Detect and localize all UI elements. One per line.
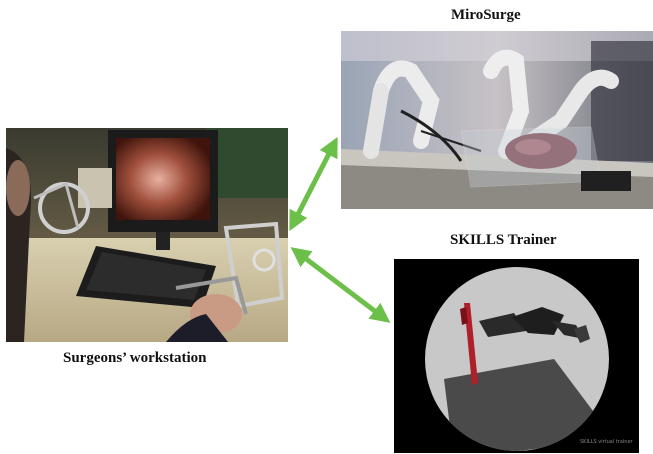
skills-trainer-render: SKILLS virtual trainer xyxy=(394,259,639,453)
surgeons-workstation-label: Surgeons’ workstation xyxy=(63,350,207,366)
surgeons-workstation-photo xyxy=(6,128,288,342)
arrow-workstation-skills xyxy=(290,247,391,323)
mirosurge-label: MiroSurge xyxy=(451,7,521,23)
arrow-workstation-mirosurge xyxy=(289,136,338,232)
mirosurge-photo xyxy=(341,31,653,209)
skills-trainer-label: SKILLS Trainer xyxy=(450,232,557,248)
simulator-watermark: SKILLS virtual trainer xyxy=(580,439,634,445)
